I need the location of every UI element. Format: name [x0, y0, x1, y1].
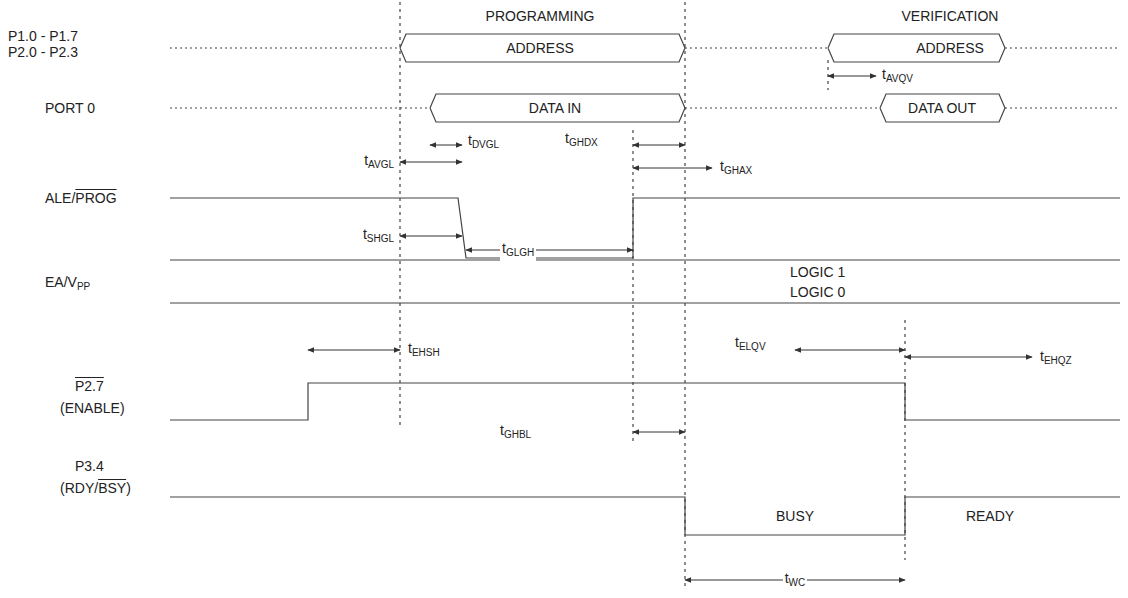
reference-line	[827, 60, 828, 90]
signal-label: LOGIC 1	[790, 264, 845, 280]
tghbl-arrow	[633, 432, 685, 433]
signal-line	[1005, 47, 1120, 48]
tavqv-arrow	[828, 76, 876, 77]
vpp-level	[170, 259, 1120, 260]
timing-parameter: tGHDX	[565, 130, 598, 151]
timing-parameter: tGHAX	[720, 158, 752, 179]
signal-label: (ENABLE)	[60, 400, 125, 416]
timing-parameter: tWC	[783, 570, 808, 591]
timing-parameter: tDVGL	[468, 132, 499, 153]
signal-label: ADDRESS	[916, 40, 984, 56]
signal-line	[170, 47, 400, 48]
reference-line	[904, 320, 905, 560]
signal-line	[685, 107, 880, 108]
tghax-arrow	[633, 168, 712, 169]
signal-label: P2.7	[75, 378, 104, 394]
vpp-level	[170, 302, 1120, 303]
ale-prog-wave	[170, 198, 1120, 258]
reference-line	[684, 2, 685, 590]
rdy-bsy-wave	[170, 497, 1120, 535]
signal-label: DATA OUT	[908, 100, 976, 116]
signal-label: READY	[966, 508, 1014, 524]
enable-wave	[170, 383, 1120, 420]
data-bus	[430, 94, 685, 122]
tehqz-arrow	[905, 357, 1032, 358]
signal-label: ADDRESS	[506, 40, 574, 56]
tavgl-arrow	[400, 162, 462, 163]
signal-label: EA/VPP	[45, 274, 90, 295]
timing-parameter: tEHQZ	[1040, 348, 1072, 369]
timing-parameter: tEHSH	[408, 340, 440, 361]
signal-line	[170, 107, 430, 108]
telqv-arrow	[795, 350, 905, 351]
signal-label: ALE/PROG	[45, 190, 117, 206]
signal-label: LOGIC 0	[790, 284, 845, 300]
signal-line	[685, 47, 828, 48]
waveforms	[170, 2, 1120, 590]
tglgh-arrow	[466, 250, 633, 251]
reference-line	[399, 2, 400, 425]
tdvgl-arrow	[430, 145, 462, 146]
timing-parameter: tAVGL	[364, 152, 394, 173]
timing-parameter: tELQV	[735, 334, 766, 355]
tehsh-arrow	[308, 350, 400, 351]
tshgl-arrow	[400, 236, 462, 237]
tghdx-arrow	[633, 145, 685, 146]
address-bus	[400, 34, 685, 62]
signal-label: PROGRAMMING	[486, 8, 595, 24]
timing-parameter: tAVQV	[882, 66, 913, 87]
timing-parameter: tGHBL	[500, 422, 531, 443]
signal-line	[1005, 107, 1120, 108]
data-bus	[880, 94, 1005, 122]
timing-parameter: tGLGH	[500, 240, 536, 261]
signal-label: P3.4	[75, 458, 104, 474]
reference-line	[632, 130, 633, 445]
signal-label: VERIFICATION	[902, 8, 999, 24]
timing-parameter: tSHGL	[363, 226, 394, 247]
signal-label: P2.0 - P2.3	[8, 44, 78, 60]
signal-label: P1.0 - P1.7	[8, 28, 78, 44]
signal-label: DATA IN	[529, 100, 581, 116]
signal-label: PORT 0	[45, 100, 95, 116]
address-bus	[828, 34, 1005, 62]
signal-label: BUSY	[776, 508, 814, 524]
signal-label: (RDY/BSY)	[60, 480, 131, 496]
